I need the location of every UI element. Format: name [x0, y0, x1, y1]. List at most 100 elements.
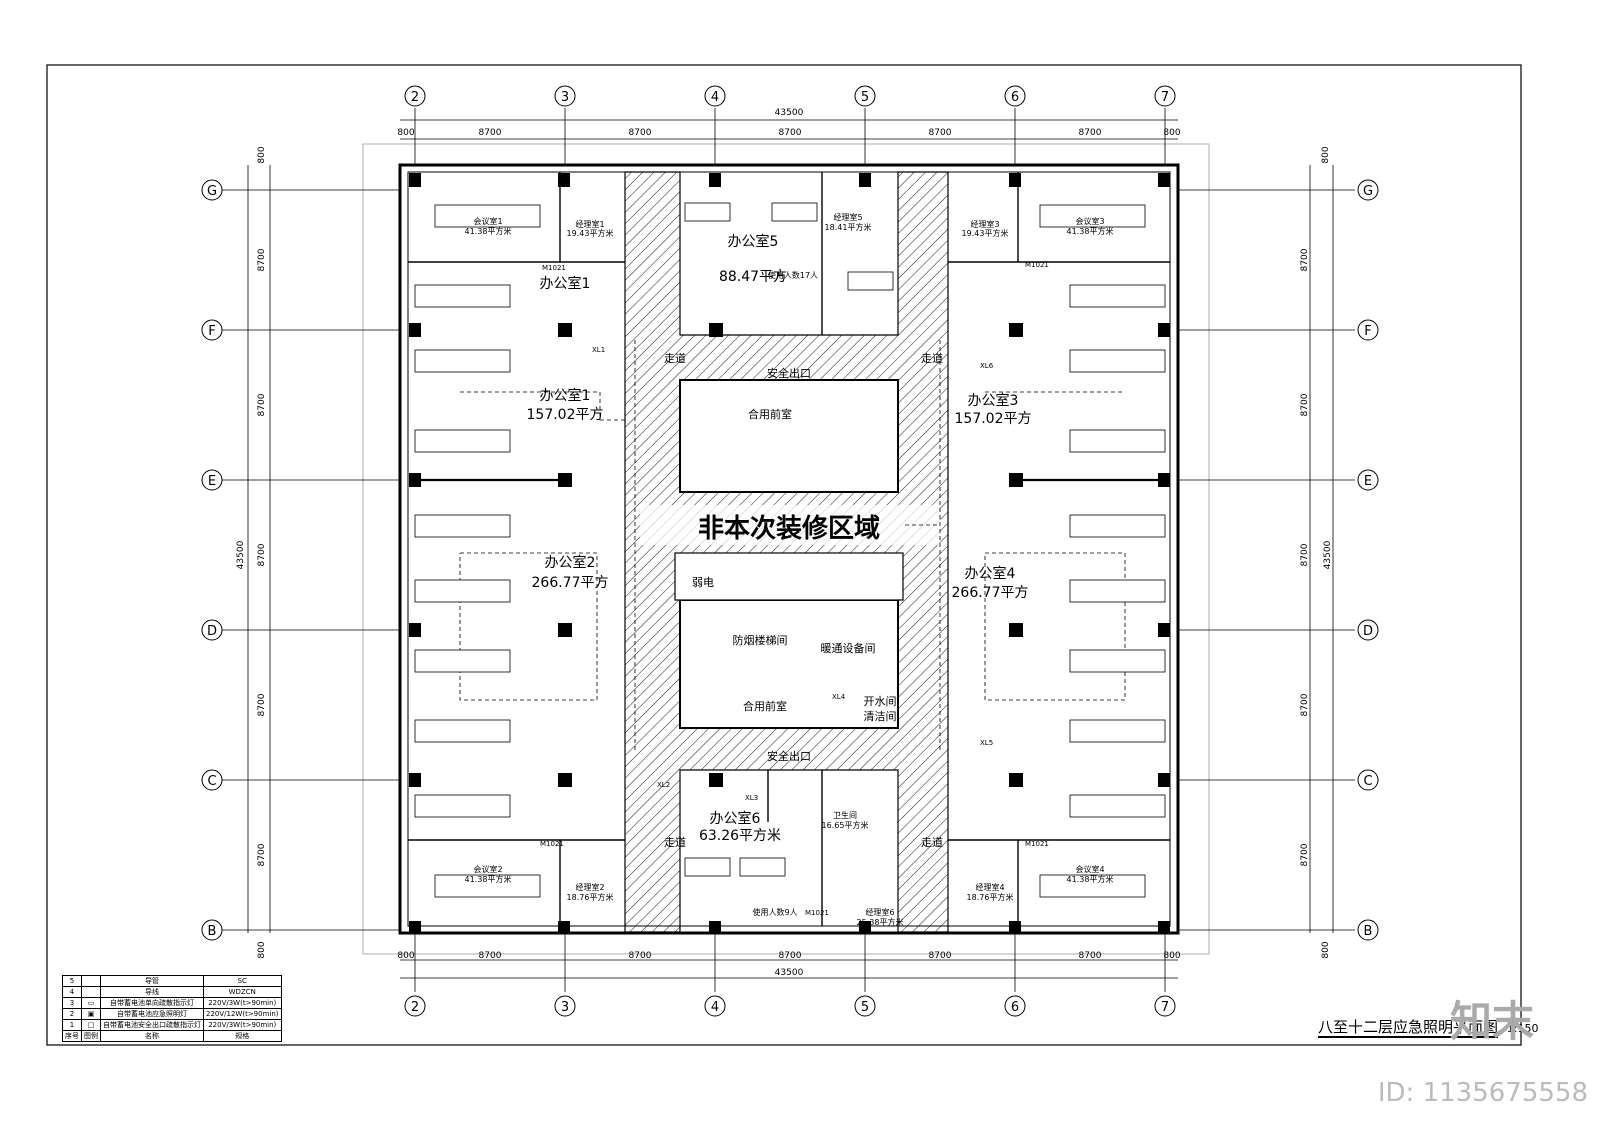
drawing-title-block: 八至十二层应急照明平面图 1:150: [1318, 1016, 1539, 1038]
dim-edge: 800: [397, 128, 414, 138]
core-lower-block: [679, 599, 899, 729]
dim-span: 8700: [1300, 393, 1310, 416]
axis-col-label: 5: [861, 1000, 869, 1015]
room-area: 41.38平方米: [465, 226, 512, 236]
room-area: 63.26平方米: [699, 828, 781, 844]
core-labels: 走道 走道 走道 走道 安全出口 安全出口 合用前室 合用前室 防烟楼梯间 暖通…: [664, 351, 943, 849]
room-name: 办公室4: [965, 565, 1016, 582]
room-area: 19.43平方米: [962, 228, 1009, 238]
room-area: 266.77平方: [952, 585, 1029, 601]
legend-no: 4: [62, 986, 82, 998]
legend-header: 名称: [100, 1030, 204, 1042]
room-name: 会议室2: [473, 864, 502, 874]
dim-span: 8700: [779, 128, 802, 138]
room-name: 经理室5: [833, 212, 862, 222]
legend-row: 5 导管 SC: [62, 975, 282, 987]
sheet-frame: [46, 64, 1522, 1046]
viewport-frame: [362, 143, 1210, 955]
tea-label: 开水间: [864, 695, 897, 708]
circuit-tag: XL5: [980, 739, 993, 747]
dim-span: 8700: [257, 543, 267, 566]
room-area: 18.76平方米: [567, 892, 614, 902]
legend-symbol: ▣: [81, 1008, 101, 1020]
axis-col-label: 6: [1011, 1000, 1019, 1015]
dim-span: 8700: [1300, 543, 1310, 566]
axis-col-label: 4: [711, 1000, 719, 1015]
structural-columns: [409, 173, 1170, 933]
room-name: 卫生间: [833, 810, 857, 820]
dim-span: 8700: [1079, 951, 1102, 961]
dim-span: 8700: [257, 248, 267, 271]
axis-col-label: 3: [561, 90, 569, 105]
legend-name: 自带蓄电池应急照明灯: [100, 1008, 204, 1020]
dim-edge: 800: [1321, 146, 1331, 163]
room-area: 18.76平方米: [967, 892, 1014, 902]
room-area: 41.38平方米: [1067, 226, 1114, 236]
image-id: ID: 1135675558: [1377, 1078, 1588, 1108]
door-tag: M1021: [540, 840, 564, 848]
room-name: 办公室1: [540, 275, 591, 292]
axis-col-label: 7: [1161, 1000, 1169, 1015]
legend-row: 2 ▣ 自带蓄电池应急照明灯 220V/12W(t>90min): [62, 1008, 282, 1020]
dim-span: 8700: [1300, 248, 1310, 271]
room-name: 经理室1: [575, 219, 604, 229]
dim-span: 8700: [779, 951, 802, 961]
room-name: 经理室6: [865, 907, 894, 917]
dim-overall: 43500: [775, 968, 804, 978]
room-area: 157.02平方: [527, 407, 604, 423]
axis-row-label: E: [208, 474, 216, 489]
dim-span: 8700: [1079, 128, 1102, 138]
legend-symbol: ▭: [81, 997, 101, 1009]
legend-header: 规格: [203, 1030, 282, 1042]
legend-spec: 220V/3W(t>90min): [203, 1019, 282, 1031]
axis-row-label: G: [207, 184, 217, 199]
room-area: 16.65平方米: [822, 820, 869, 830]
dim-span: 8700: [479, 951, 502, 961]
dim-edge: 800: [257, 146, 267, 163]
partitions: [408, 172, 1170, 926]
axis-col-label: 3: [561, 1000, 569, 1015]
axis-col-label: 5: [861, 90, 869, 105]
legend-no: 5: [62, 975, 82, 987]
room-people: 使用人数17人: [768, 270, 818, 280]
dim-overall: 43500: [236, 540, 246, 569]
exit-label: 安全出口: [767, 366, 811, 380]
axis-col-label: 2: [411, 90, 419, 105]
dim-span: 8700: [257, 843, 267, 866]
corridor-label: 走道: [664, 835, 686, 849]
circuit-tag: XL3: [745, 794, 758, 802]
legend-header: 序号: [62, 1030, 82, 1042]
legend-name: 导线: [100, 986, 204, 998]
grid-lines: [222, 108, 1355, 992]
dim-span: 8700: [257, 393, 267, 416]
axis-row-label: F: [208, 324, 215, 339]
axis-row-label: E: [1364, 474, 1372, 489]
hvac-label: 暖通设备间: [821, 641, 876, 655]
legend-symbol: [81, 986, 101, 998]
legend-spec: WDZCN: [203, 986, 282, 998]
room-area: 41.38平方米: [1067, 874, 1114, 884]
legend-no: 3: [62, 997, 82, 1009]
axis-row-label: D: [1363, 624, 1373, 639]
door-tag: M1021: [805, 909, 829, 917]
circuit-tag: XL6: [980, 362, 994, 370]
axis-row-label: F: [1364, 324, 1371, 339]
axis-row-label: G: [1363, 184, 1373, 199]
room-people: 使用人数9人: [752, 907, 797, 917]
outer-wall: [398, 163, 1180, 935]
dim-span: 8700: [629, 128, 652, 138]
dim-edge: 800: [1163, 128, 1180, 138]
axis-row-label: D: [207, 624, 217, 639]
circuit-tags: XL1 XL2 XL3 XL4 XL5 XL6 M1021 M1021 M102…: [540, 261, 1049, 917]
room-name: 经理室3: [970, 219, 999, 229]
exit-label: 安全出口: [767, 749, 811, 763]
room-name: 办公室5: [728, 233, 779, 250]
corridor-label: 走道: [664, 351, 686, 365]
circuit-tag: XL1: [592, 346, 605, 354]
desk-groups: [414, 202, 1166, 898]
drawing-title: 八至十二层应急照明平面图: [1318, 1018, 1499, 1038]
circuit-tag: XL4: [832, 693, 846, 701]
axis-row-label: B: [1364, 924, 1373, 939]
axis-col-label: 2: [411, 1000, 419, 1015]
legend-name: 自带蓄电池单向疏散指示灯: [100, 997, 204, 1009]
